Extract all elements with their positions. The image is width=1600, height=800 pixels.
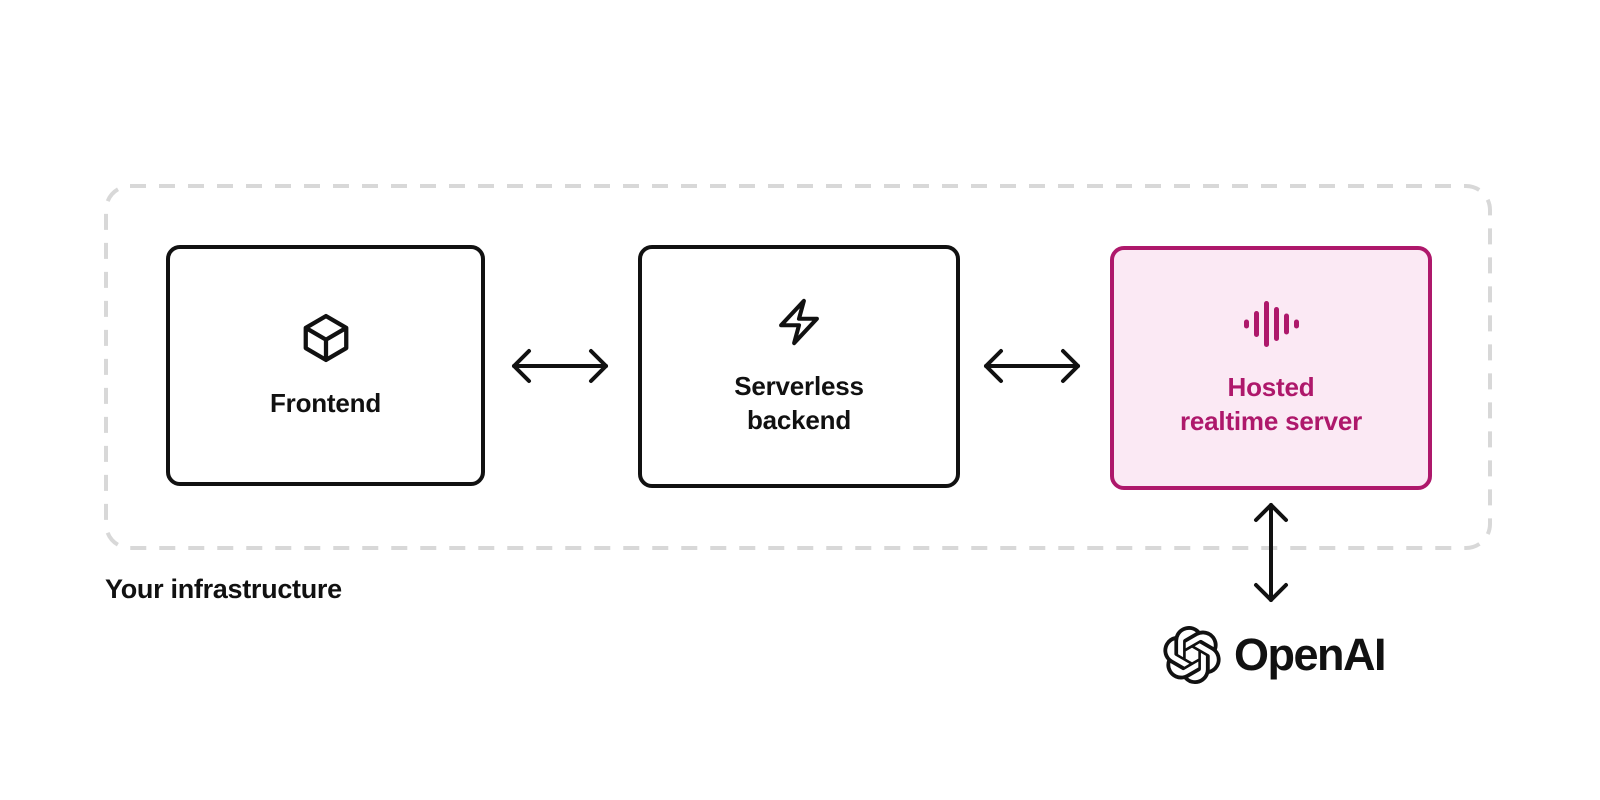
waveform-icon (1243, 299, 1299, 354)
openai-logo-icon (1163, 626, 1221, 684)
node-hosted-realtime-server[interactable]: Hosted realtime server (1110, 246, 1432, 490)
arrow-frontend-backend (512, 349, 608, 383)
node-hosted-realtime-server-label: Hosted realtime server (1179, 371, 1363, 436)
openai-brand-name: OpenAI (1234, 629, 1387, 680)
node-frontend-label: Frontend (269, 388, 382, 418)
openai-brand: OpenAI (1163, 626, 1387, 684)
node-serverless-backend-label: Serverless backend (734, 371, 864, 435)
bolt-icon (773, 296, 825, 353)
infrastructure-label: Your infrastructure (105, 574, 342, 604)
arrow-realtime-openai (1254, 503, 1288, 602)
arrow-backend-realtime (984, 349, 1080, 383)
infrastructure-boundary (104, 184, 1492, 550)
node-serverless-backend[interactable]: Serverless backend (638, 245, 960, 488)
cube-icon (299, 311, 353, 370)
node-frontend[interactable]: Frontend (166, 245, 485, 486)
